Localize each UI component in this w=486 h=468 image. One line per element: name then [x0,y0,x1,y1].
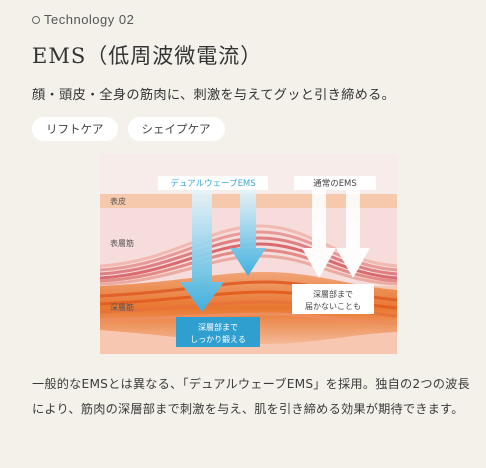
dual-wave-arrows [180,188,266,312]
dual-arrow-shallow [230,188,266,276]
dual-label-box [158,176,268,190]
deep-reach-note: 深層部まで しっかり鍛える [176,317,260,347]
circle-bullet-icon [32,15,40,24]
layer-label-epidermis: 表皮 [110,196,126,206]
ems-diagram: 表皮 表層筋 深層筋 デュアルウェーブEMS 通常のEMS 深層部まで しっかり… [100,154,397,354]
deep-note-line2: しっかり鍛える [190,334,246,344]
layer-label-deep: 深層筋 [110,302,134,312]
ems-diagram-svg: 表皮 表層筋 深層筋 デュアルウェーブEMS 通常のEMS 深層部まで しっかり… [100,154,397,354]
normal-label-text: 通常のEMS [313,178,357,189]
section-body: 一般的なEMSとは異なる、「デュアルウェーブEMS」を採用。独自の2つの波長によ… [32,377,470,416]
tag-list: リフトケア シェイプケア [32,117,225,141]
normal-ems-arrows [302,188,370,278]
tag-shape-care: シェイプケア [127,117,225,141]
normal-arrow-2 [336,188,370,278]
section-title: EMS（低周波微電流） [32,44,263,68]
deep-note-line1: 深層部まで [198,322,238,332]
dual-arrow-deep [180,188,224,312]
dual-label-text: デュアルウェーブEMS [170,178,255,189]
normal-note-line1: 深層部まで [313,289,353,299]
normal-arrow-1 [302,188,336,278]
tag-lift-care: リフトケア [32,117,118,141]
layer-label-surface: 表層筋 [110,238,134,248]
eyebrow-text: Technology 02 [44,12,135,27]
normal-reach-note: 深層部まで 届かないことも [292,284,374,314]
normal-note-line2: 届かないことも [305,302,361,311]
section-eyebrow: Technology 02 [32,12,134,27]
normal-label-box [294,176,376,190]
section-lead: 顔・頭皮・全身の筋肉に、刺激を与えてグッと引き締める。 [32,88,396,103]
